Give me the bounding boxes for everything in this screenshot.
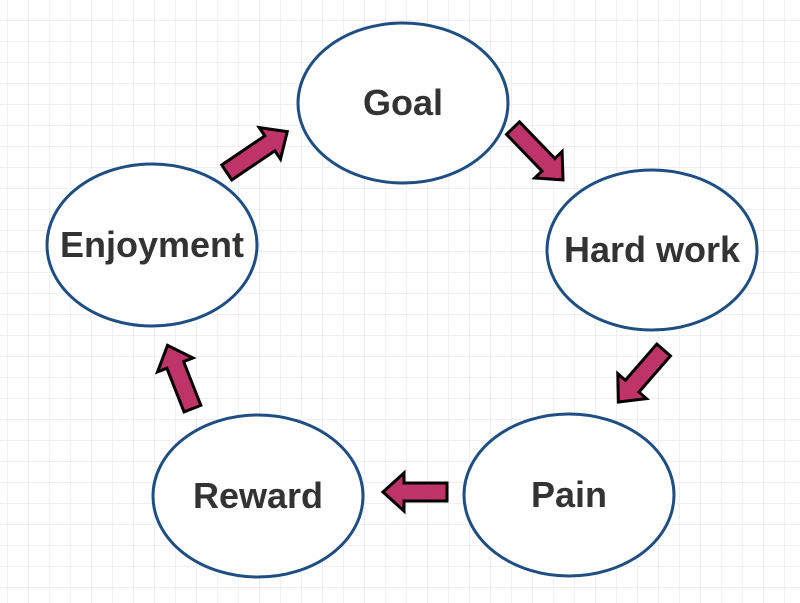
node-enjoyment-label: Enjoyment [59, 224, 245, 265]
arrow-hard-work-to-pain [616, 341, 673, 404]
arrow-pain-to-reward [380, 469, 449, 515]
node-reward-label: Reward [192, 475, 324, 516]
node-goal-shape [296, 21, 510, 185]
arrow-goal-to-hard-work [504, 119, 565, 182]
node-enjoyment-shape [45, 162, 259, 328]
node-hard-work-label: Hard work [563, 229, 741, 270]
node-goal-label: Goal [362, 82, 444, 123]
node-hard-work-shape [545, 168, 759, 332]
node-pain-shape [462, 412, 676, 578]
node-pain-label: Pain [530, 474, 608, 515]
flow-arrows [154, 119, 673, 515]
arrow-enjoyment-to-goal [219, 125, 290, 182]
arrow-reward-to-enjoyment [154, 343, 203, 414]
node-reward-shape [151, 413, 365, 579]
